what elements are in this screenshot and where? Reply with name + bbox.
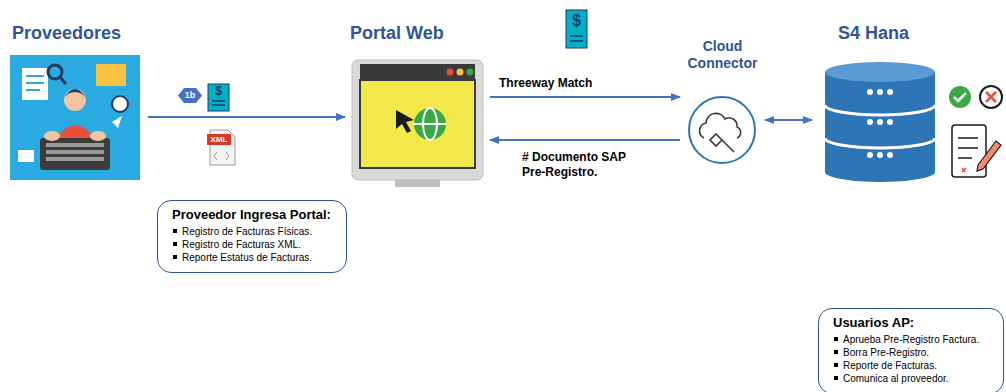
flow-arrow: [490, 96, 680, 98]
bullet-item: Reporte de Facturas.: [833, 359, 993, 372]
currency-symbol: $: [566, 12, 587, 30]
file-type-tag: XML: [207, 134, 231, 145]
system-node: Portal Web: [345, 22, 490, 190]
bullet-item: Comunica al proveedor.: [833, 372, 993, 385]
flow-arrow: [490, 139, 680, 141]
document-edit-icon: [952, 125, 1001, 177]
xml-file-icon: [207, 130, 235, 165]
node-title: Cloud Connector: [680, 38, 765, 72]
bullet-item: Borra Pre-Registro.: [833, 346, 993, 359]
flow-arrow: [148, 116, 345, 118]
edge-label: # Documento SAP Pre-Registro.: [520, 150, 654, 180]
info-box: Usuarios AP: Aprueba Pre-Registro Factura…: [818, 308, 1004, 392]
node-title: S4 Hana: [812, 22, 1004, 44]
callout-number: 1b: [178, 88, 202, 103]
edge-label: Threeway Match: [497, 76, 594, 91]
system-node: Cloud Connector: [680, 38, 765, 170]
flow-arrow: [765, 119, 812, 121]
system-node: S4 Hana: [812, 22, 1004, 187]
box-heading: Usuarios AP:: [833, 315, 993, 331]
box-heading: Proveedor Ingresa Portal:: [172, 207, 336, 223]
cloud-connector-icon: [689, 97, 755, 163]
database-icon: [825, 62, 935, 182]
bullet-item: Reporte Estatus de Facturas.: [172, 251, 336, 264]
bullet-item: Registro de Facturas Físicas.: [172, 225, 336, 238]
bullet-item: Registro de Facturas XML.: [172, 238, 336, 251]
approve-icon: [949, 86, 971, 108]
bullet-item: Aprueba Pre-Registro Factura.: [833, 333, 993, 346]
node-title: Proveedores: [8, 22, 148, 44]
invoice-icon: [566, 10, 587, 48]
supplier-illustration: [10, 55, 140, 180]
invoice-icon: [208, 84, 229, 111]
node-title: Portal Web: [345, 22, 490, 44]
callout-badge: [178, 88, 202, 103]
info-box: Proveedor Ingresa Portal: Registro de Fac…: [157, 200, 347, 273]
reject-icon: [980, 86, 1002, 108]
currency-symbol: $: [208, 84, 229, 98]
web-monitor-icon: [352, 60, 483, 187]
system-node: Proveedores: [8, 22, 148, 182]
